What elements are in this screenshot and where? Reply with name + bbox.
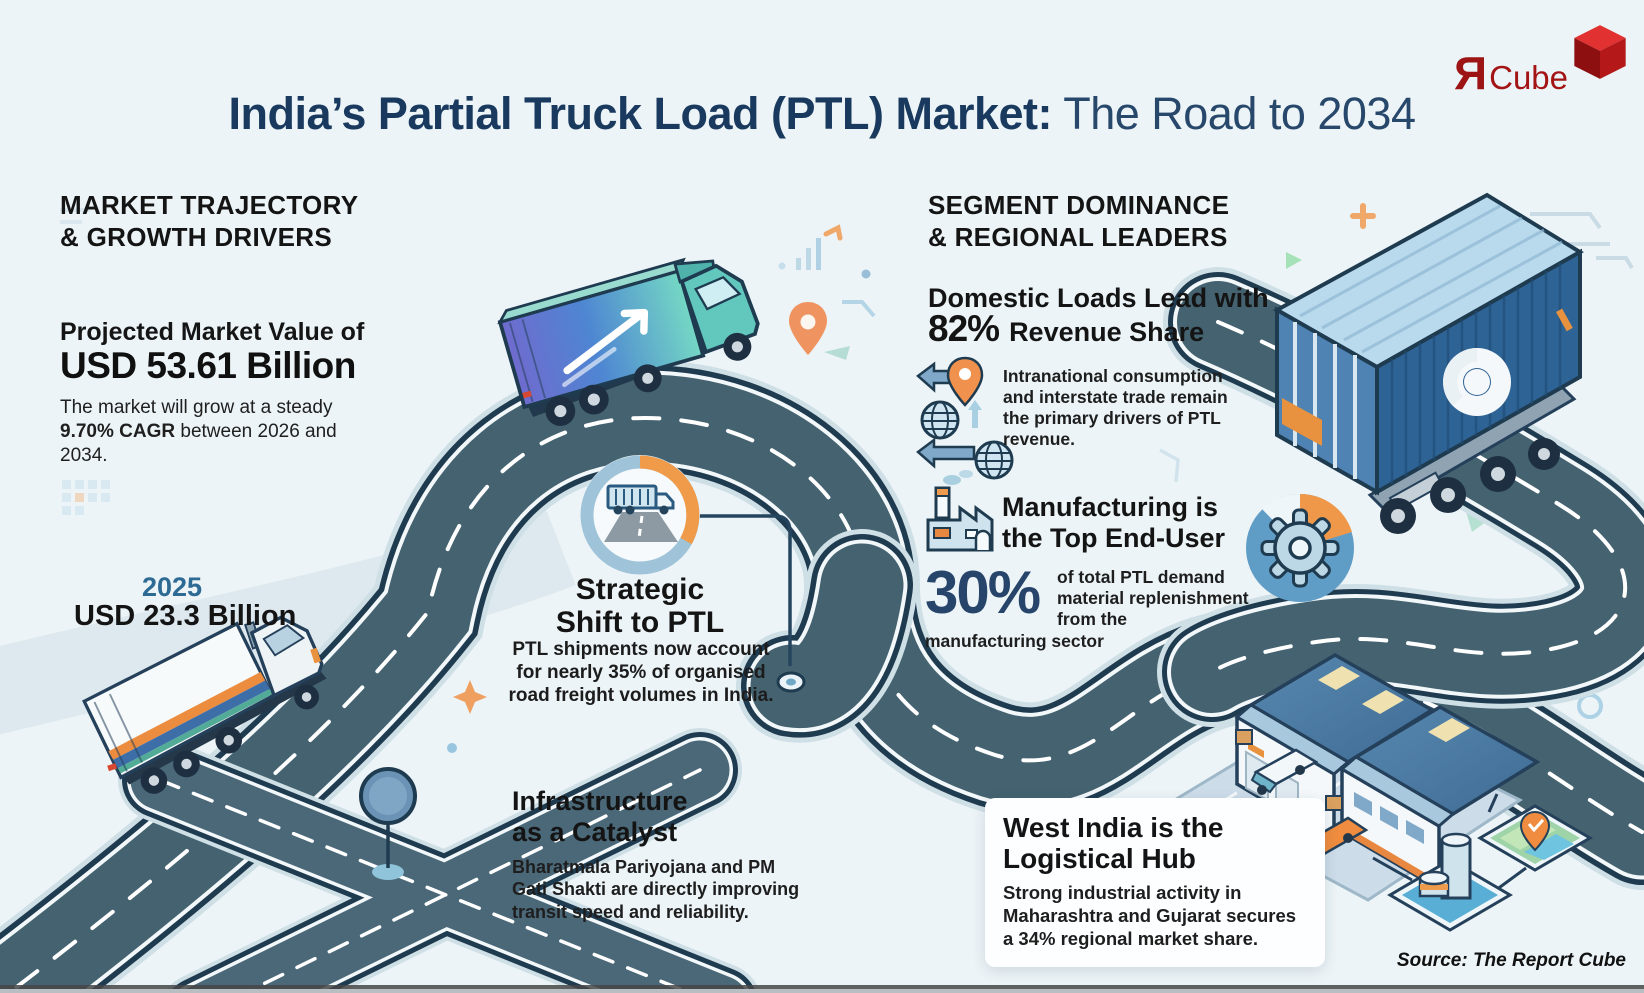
- infrastructure-body: Bharatmala Pariyojana and PM Gati Shakti…: [512, 857, 800, 922]
- strategic-shift-heading: Strategic Shift to PTL: [515, 573, 765, 639]
- heading-line: Infrastructure: [512, 786, 688, 816]
- growth-pre: The market will grow at a steady: [60, 397, 333, 418]
- domestic-loads-icon-cluster: [916, 356, 1014, 480]
- sparkle-decoration-icon: [453, 680, 487, 714]
- heading-line: West India is the: [1003, 812, 1224, 843]
- manufacturing-heading: Manufacturing is the Top End-User: [1002, 492, 1225, 555]
- globe-icon: [974, 440, 1014, 480]
- heading-line: Logistical Hub: [1003, 843, 1196, 875]
- factory-icon: [926, 470, 994, 552]
- west-india-card: West India is the Logistical Hub Strong …: [985, 798, 1325, 967]
- bottom-edge-strip: [0, 985, 1644, 993]
- road-hook-stub: [736, 529, 918, 743]
- mini-bars-decoration-icon: [778, 224, 876, 360]
- strategic-shift-body: PTL shipments now account for nearly 35%…: [508, 639, 774, 707]
- growth-paragraph: The market will grow at a steady 9.70% C…: [60, 396, 362, 468]
- milestone-value: USD 23.3 Billion: [74, 600, 297, 632]
- strategic-shift-badge-icon: [580, 455, 700, 575]
- domestic-loads-line1: Domestic Loads Lead with: [928, 283, 1269, 313]
- manufacturing-pct: 30%: [925, 559, 1041, 626]
- projected-market-value: USD 53.61 Billion: [60, 345, 356, 386]
- section-heading-market-trajectory: MARKET TRAJECTORY & GROWTH DRIVERS: [60, 190, 358, 253]
- heading-line: as a Catalyst: [512, 817, 678, 848]
- manufacturing-body: of total PTL demand material replenishme…: [1057, 567, 1249, 629]
- container-illustration: [1272, 192, 1584, 534]
- domestic-revenue-label: Revenue Share: [1009, 317, 1205, 347]
- heading-line: Shift to PTL: [555, 606, 725, 639]
- section-heading-segment-dominance: SEGMENT DOMINANCE & REGIONAL LEADERS: [928, 190, 1229, 253]
- heading-line: & GROWTH DRIVERS: [60, 221, 333, 252]
- page-title-light: The Road to 2034: [1052, 88, 1416, 139]
- badge-connector-line: [694, 514, 806, 693]
- domestic-loads-body: Intranational consumption and interstate…: [1003, 366, 1228, 449]
- heading-line: & REGIONAL LEADERS: [928, 221, 1228, 252]
- west-india-body: Strong industrial activity in Maharashtr…: [1003, 881, 1297, 949]
- page-title: India’s Partial Truck Load (PTL) Market:…: [0, 88, 1644, 140]
- gear-pie-icon: [1246, 493, 1354, 602]
- warehouse-illustration: [1174, 652, 1593, 932]
- projected-market-label: Projected Market Value of: [60, 318, 365, 346]
- domestic-loads-line2: 82% Revenue Share: [928, 308, 1204, 350]
- truck-on-road-icon: [604, 484, 678, 542]
- west-india-heading: West India is the Logistical Hub: [1003, 812, 1309, 875]
- left-arrow-icon: [916, 437, 976, 469]
- cube-logo-icon: [1574, 25, 1626, 79]
- infrastructure-heading: Infrastructure as a Catalyst: [512, 786, 688, 849]
- growth-post: between 2026 and 2034.: [60, 420, 337, 466]
- fuel-station-tile-illustration: [1387, 832, 1513, 932]
- up-arrow-icon: [968, 400, 982, 428]
- brand-logo-name: Cube: [1489, 59, 1568, 96]
- milestone-year: 2025: [142, 572, 203, 602]
- heading-line: Strategic: [575, 573, 705, 606]
- crossroad-pin-marker-icon: [359, 767, 417, 880]
- page-title-bold: India’s Partial Truck Load (PTL) Market:: [228, 88, 1053, 139]
- crossroad: [118, 728, 761, 993]
- heading-line: SEGMENT DOMINANCE: [928, 190, 1230, 220]
- teal-truck-illustration: [497, 257, 760, 426]
- location-pin-decoration-icon: [789, 302, 827, 355]
- gear-icon: [1260, 508, 1340, 588]
- manufacturing-body-below: manufacturing sector: [925, 631, 1104, 651]
- domestic-revenue-pct: 82%: [928, 308, 1000, 349]
- globe-icon: [920, 400, 960, 440]
- calendar-decoration-icon: [62, 480, 110, 515]
- heading-line: the Top End-User: [1002, 523, 1226, 554]
- white-truck-illustration: [82, 615, 327, 794]
- location-pin-icon: [946, 356, 984, 407]
- brand-logo-glyph: Я: [1454, 46, 1488, 99]
- map-tile-icon: [1477, 804, 1593, 872]
- heading-line: Manufacturing is: [1002, 492, 1219, 522]
- source-credit: Source: The Report Cube: [1396, 950, 1626, 971]
- container-logo-icon: [1443, 348, 1511, 416]
- growth-cagr: 9.70% CAGR: [60, 420, 176, 442]
- heading-line: MARKET TRAJECTORY: [60, 190, 359, 220]
